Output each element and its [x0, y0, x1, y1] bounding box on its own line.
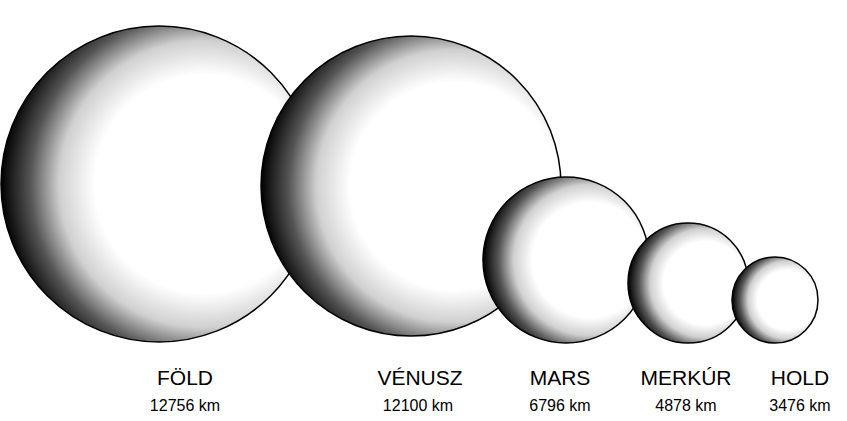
diameter-label: 12756 km — [150, 397, 220, 415]
mercury-disc — [628, 223, 748, 343]
planet-name: FÖLD — [157, 366, 213, 389]
planet-name: MARS — [530, 366, 591, 389]
diameter-label: 6796 km — [529, 397, 590, 415]
planet-name: MERKÚR — [640, 366, 731, 389]
diameter-label: 3476 km — [769, 397, 830, 415]
diameter-label: 12100 km — [383, 397, 453, 415]
planet-name: VÉNUSZ — [377, 366, 462, 389]
diameter-label: 4878 km — [655, 397, 716, 415]
mars-disc — [483, 177, 649, 343]
planet-name: HOLD — [771, 366, 829, 389]
moon-disc — [732, 257, 818, 343]
